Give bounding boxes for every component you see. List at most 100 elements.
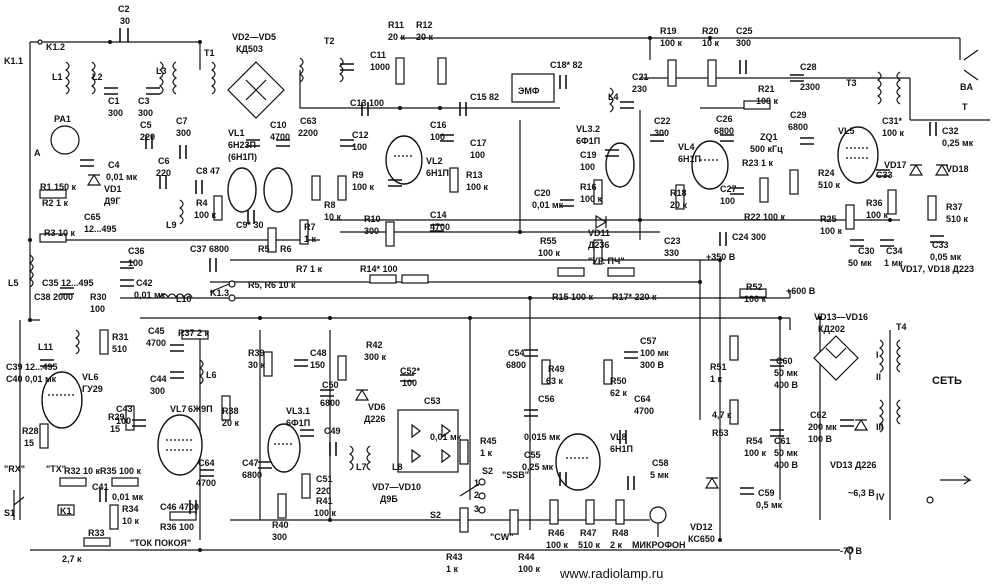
t3-label: T3 xyxy=(846,78,857,88)
c38-label: C38 2000 xyxy=(34,292,73,302)
c11-label: C11 xyxy=(370,50,386,60)
l7-label: L7 xyxy=(356,462,367,472)
r34-label: R34 xyxy=(122,504,139,514)
r42-value: 300 к xyxy=(364,352,387,362)
vl2-label: VL2 xyxy=(426,156,443,166)
r45-value: 1 к xyxy=(480,448,493,458)
c43-value: 100 xyxy=(116,416,131,426)
c27-label: C27 xyxy=(720,184,737,194)
vl32-label: VL3.2 xyxy=(576,124,600,134)
c48-value: 150 xyxy=(310,360,325,370)
c57-value2: 300 В xyxy=(640,360,665,370)
r55-value: 100 к xyxy=(538,248,561,258)
c36-label: C36 xyxy=(128,246,145,256)
r12-label: R12 xyxy=(416,20,433,30)
r3-label: R3 10 к xyxy=(44,228,76,238)
r22-label: R22 100 к xyxy=(744,212,786,222)
vl4-label: VL4 xyxy=(678,142,695,152)
r7b-label: R7 1 к xyxy=(296,264,323,274)
emf-label: ЭМФ xyxy=(518,86,540,96)
t1-label: T1 xyxy=(204,48,215,58)
c53-label: C53 xyxy=(424,396,441,406)
r23-label: R23 1 к xyxy=(742,158,774,168)
r46-value: 100 к xyxy=(546,540,569,550)
r35-label: R35 100 к xyxy=(100,466,142,476)
c43-label: C43 xyxy=(116,404,133,414)
k1-label: K1 xyxy=(60,506,72,516)
r18-value: 20 к xyxy=(670,200,688,210)
r38-label: R38 xyxy=(222,406,239,416)
r39-value: 30 к xyxy=(248,360,266,370)
c61-value2: 400 В xyxy=(774,460,799,470)
r43-label: R43 xyxy=(446,552,463,562)
c15-label: C15 82 xyxy=(470,92,499,102)
resistors xyxy=(39,57,937,547)
s1-label: S1 xyxy=(4,508,15,518)
l8-label: L8 xyxy=(392,462,403,472)
vl2-type: 6Н1П xyxy=(426,168,449,178)
c62-value2: 100 В xyxy=(808,434,833,444)
r41-label: R41 xyxy=(316,496,333,506)
labels: K1.1 K1.2 K1.3 K1 C2 30 L1 L2 L3 C1 300 … xyxy=(4,4,974,581)
c34-label: C34 xyxy=(886,246,903,256)
r13-value: 100 к xyxy=(466,182,489,192)
r28-label: R28 xyxy=(22,426,39,436)
r7-value: 1 к xyxy=(304,234,317,244)
c2-value: 30 xyxy=(120,16,130,26)
c59-label: C59 xyxy=(758,488,775,498)
p350-label: +350 В xyxy=(706,252,736,262)
r38-value: 20 к xyxy=(222,418,240,428)
r8-label: R8 xyxy=(324,200,336,210)
c26-value: 6800 xyxy=(714,126,734,136)
r33-value: 2,7 к xyxy=(62,554,82,564)
c1-value: 300 xyxy=(108,108,123,118)
vd12-type: КС650 xyxy=(688,534,715,544)
c16-label: C16 xyxy=(430,120,447,130)
r20-value: 10 к xyxy=(702,38,720,48)
c40-label: C40 0,01 мк xyxy=(6,374,57,384)
r25-label: R25 xyxy=(820,214,837,224)
roman-iv: IV xyxy=(876,492,885,502)
c50-label: C50 xyxy=(322,380,339,390)
r54-value: 100 к xyxy=(744,448,767,458)
vd17-label: VD17 xyxy=(884,160,907,170)
vd1316-label: VD13—VD16 xyxy=(814,312,868,322)
r55-label: R55 xyxy=(540,236,557,246)
c63-label: C63 xyxy=(300,116,317,126)
r33-label: R33 xyxy=(88,528,105,538)
c30-value: 50 мк xyxy=(848,258,872,268)
c25-value: 300 xyxy=(736,38,751,48)
c14-value: 4700 xyxy=(430,222,450,232)
c31-label: C31* xyxy=(882,116,903,126)
r36b-label: R36 100 xyxy=(160,522,194,532)
vl6-type: ГУ29 xyxy=(82,384,103,394)
s2b-label: S2 xyxy=(430,510,441,520)
mic-label: МИКРОФОН xyxy=(632,540,686,550)
c1-label: C1 xyxy=(108,96,120,106)
c56-value: 0,015 мк xyxy=(524,432,561,442)
r4-label: R4 xyxy=(196,198,208,208)
c65-value: 12...495 xyxy=(84,224,117,234)
c54-value: 6800 xyxy=(506,360,526,370)
c19-value: 100 xyxy=(580,162,595,172)
c64-value: 4700 xyxy=(196,478,216,488)
vd6-type: Д226 xyxy=(364,414,385,424)
r10-label: R10 xyxy=(364,214,381,224)
c47-label: C47 xyxy=(242,458,259,468)
r16-label: R16 xyxy=(580,182,597,192)
r21-label: R21 xyxy=(758,84,775,94)
c42-label: C42 xyxy=(136,278,153,288)
r12-value: 20 к xyxy=(416,32,434,42)
capacitors xyxy=(40,28,944,514)
r48-label: R48 xyxy=(612,528,629,538)
s2-label: S2 xyxy=(482,466,493,476)
c23-value: 330 xyxy=(664,248,679,258)
c22-value: 300 xyxy=(654,128,669,138)
tx-label: "TX" xyxy=(46,464,66,474)
tok-label: "ТОК ПОКОЯ" xyxy=(130,538,191,548)
c44-label: C44 xyxy=(150,374,167,384)
c22-label: C22 xyxy=(654,116,671,126)
c52-value: 100 xyxy=(402,378,417,388)
r9-label: R9 xyxy=(352,170,364,180)
c18-label: C18* 82 xyxy=(550,60,583,70)
